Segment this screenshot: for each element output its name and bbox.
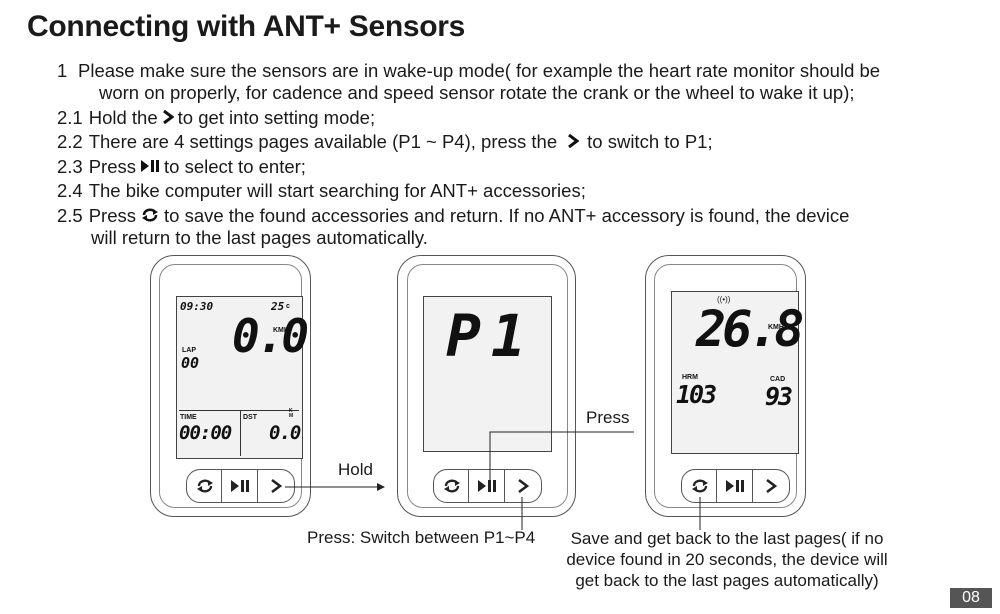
cadence-label: CAD: [770, 376, 786, 383]
temperature-unit: c: [286, 303, 290, 310]
next-arrow-icon: [766, 478, 778, 494]
next-arrow-icon: [567, 131, 580, 153]
step-2-4: 2.4 The bike computer will start searchi…: [57, 180, 957, 202]
step-text-continued: worn on properly, for cadence and speed …: [99, 82, 855, 103]
return-button[interactable]: [434, 470, 468, 502]
distance-unit: KM: [289, 408, 294, 419]
step-number: 2.4: [57, 180, 83, 201]
step-number: 2.2: [57, 131, 83, 152]
return-loop-icon: [197, 479, 213, 493]
step-number: 2.5: [57, 204, 83, 226]
step-text: There are 4 settings pages available (P1…: [88, 131, 558, 152]
speed-unit: KMH: [768, 324, 784, 331]
play-pause-icon: [231, 480, 249, 492]
cadence-readout: 93: [765, 382, 793, 411]
speed-unit: KMH: [273, 327, 289, 334]
return-loop-icon: [140, 205, 160, 227]
step-text: Hold the: [88, 106, 158, 128]
button-bar: [681, 469, 790, 503]
save-callout: Save and get back to the last pages( if …: [566, 529, 888, 590]
temperature-readout: 25: [271, 300, 285, 313]
next-arrow-icon: [162, 107, 175, 129]
hold-callout: Hold: [338, 460, 373, 479]
screen-divider: [240, 410, 241, 456]
play-pause-button[interactable]: [221, 470, 258, 502]
ant-signal-icon: ((•)): [717, 295, 731, 304]
bike-computer-home: 09:30 25 c 0.0 KMH LAP 00 TIME 00:00 DST…: [150, 255, 311, 517]
press-leader-line: [489, 431, 634, 487]
distance-readout: 0.0: [269, 422, 301, 444]
step-2-3: 2.3 Press to select to enter;: [57, 156, 957, 178]
return-button[interactable]: [682, 470, 716, 502]
step-number: 1: [57, 60, 68, 81]
heart-rate-label: HRM: [682, 374, 698, 381]
step-number: 2.1: [57, 106, 83, 128]
step-text: Press: [88, 155, 137, 177]
settings-page-readout: P1: [446, 302, 536, 370]
screen-divider: [179, 410, 299, 411]
lcd-screen: 09:30 25 c 0.0 KMH LAP 00 TIME 00:00 DST…: [176, 296, 309, 459]
lcd-screen: ((•)) 26.8 KMH HRM 103 CAD 93: [671, 291, 804, 454]
button-bar: [186, 469, 295, 503]
time-readout: 00:00: [179, 422, 232, 444]
next-button[interactable]: [504, 470, 541, 502]
step-text-after-icon: to select to enter;: [164, 155, 306, 177]
clock-readout: 09:30: [180, 300, 214, 313]
next-button[interactable]: [752, 470, 789, 502]
lap-label: LAP: [182, 347, 196, 354]
step-1: 1 Please make sure the sensors are in wa…: [57, 60, 957, 104]
next-button[interactable]: [257, 470, 294, 502]
step-text: Press: [88, 204, 137, 226]
step-text: The bike computer will start searching f…: [88, 180, 586, 201]
speed-readout: 26.8: [696, 300, 804, 358]
heart-rate-readout: 103: [676, 380, 717, 409]
play-pause-button[interactable]: [716, 470, 753, 502]
bike-computer-sensors: ((•)) 26.8 KMH HRM 103 CAD 93: [645, 255, 806, 517]
time-label: TIME: [180, 414, 197, 421]
step-2-1: 2.1 Hold the to get into setting mode;: [57, 107, 957, 129]
distance-label: DST: [243, 414, 257, 421]
step-text-after-icon: to get into setting mode;: [177, 106, 376, 128]
step-text: Please make sure the sensors are in wake…: [78, 60, 881, 81]
page-number-badge: 08: [950, 588, 992, 608]
bike-computer-settings: P1: [397, 255, 576, 517]
play-pause-icon: [140, 156, 160, 178]
button-bar: [433, 469, 542, 503]
lap-readout: 00: [181, 354, 200, 372]
return-loop-icon: [444, 479, 460, 493]
switch-callout: Press: Switch between P1~P4: [307, 528, 536, 547]
page-title: Connecting with ANT+ Sensors: [27, 10, 466, 43]
step-text-after-icon: to switch to P1;: [587, 131, 713, 152]
step-text-after-icon: to save the found accessories and return…: [164, 204, 850, 226]
lcd-screen: P1: [423, 296, 552, 452]
step-2-2: 2.2 There are 4 settings pages available…: [57, 131, 957, 153]
speed-readout: 0.0: [232, 309, 309, 363]
step-text-continued: will return to the last pages automatica…: [91, 226, 428, 248]
step-number: 2.3: [57, 155, 83, 177]
play-pause-icon: [726, 480, 744, 492]
next-arrow-icon: [271, 478, 283, 494]
next-arrow-icon: [518, 478, 530, 494]
return-loop-icon: [692, 479, 708, 493]
instruction-list: 1 Please make sure the sensors are in wa…: [57, 60, 957, 251]
return-button[interactable]: [187, 470, 221, 502]
step-2-5: 2.5 Press to save the found accessories …: [57, 205, 957, 249]
press-callout: Press: [586, 408, 630, 427]
